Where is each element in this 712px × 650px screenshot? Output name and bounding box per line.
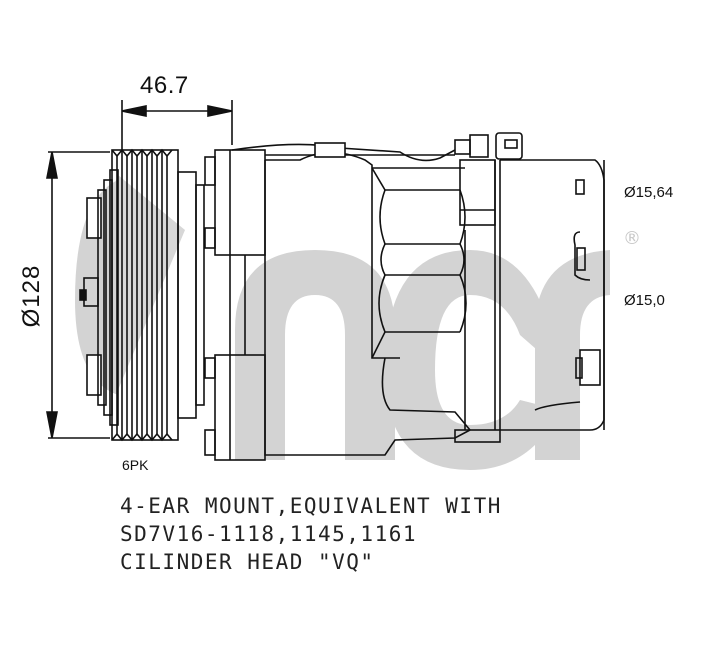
pulley-diameter-label: Ø128 — [18, 264, 45, 328]
width-dimension-label: 46.7 — [140, 72, 189, 99]
note-line-cylinder-head: CILINDER HEAD "VQ" — [120, 550, 375, 574]
registered-trademark-icon: ® — [623, 228, 641, 249]
port-diameter-label-1: Ø15,64 — [624, 184, 674, 201]
note-line-mount: 4-EAR MOUNT,EQUIVALENT WITH — [120, 494, 502, 518]
port-diameter-label-2: Ø15,0 — [624, 292, 665, 309]
pulley-type-label: 6PK — [122, 457, 149, 473]
note-line-equivalents: SD7V16-1118,1145,1161 — [120, 522, 418, 546]
acr-watermark-logo — [75, 175, 610, 470]
